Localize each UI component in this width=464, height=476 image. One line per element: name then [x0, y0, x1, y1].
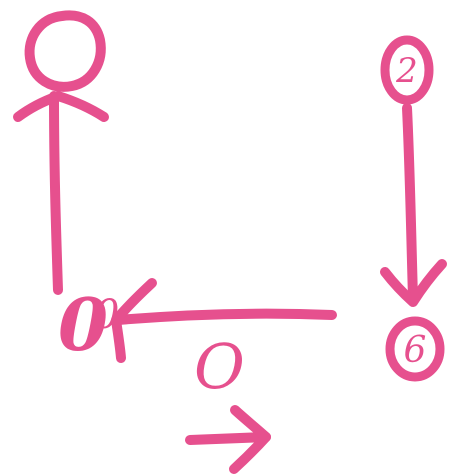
- bottom-node-label: O: [194, 330, 245, 403]
- down-arrow-shaft: [402, 103, 418, 303]
- left-arrow-head: [111, 278, 157, 363]
- down-arrow-head: [380, 259, 447, 307]
- node-0-marker: 0: [94, 292, 119, 338]
- right-arrow-head: [229, 405, 271, 474]
- top-left-node-circle: [24, 10, 106, 92]
- up-arrow-head: [13, 91, 109, 122]
- node-6-ellipse: [385, 316, 445, 382]
- node-0-label: 0: [58, 282, 108, 367]
- node-6-label: 6: [404, 330, 427, 371]
- node-2-label: 2: [395, 51, 418, 91]
- up-arrow-shaft: [49, 91, 63, 295]
- right-arrow-shaft: [185, 432, 271, 445]
- left-arrow-shaft: [113, 308, 337, 325]
- node-2-ellipse: [380, 35, 434, 105]
